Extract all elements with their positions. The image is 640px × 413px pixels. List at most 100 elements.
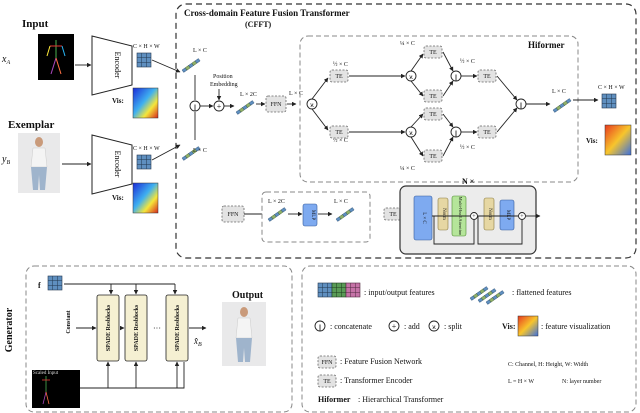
cfft-abbr: (CFFT) [245,20,272,29]
legend-hiformer: Hiformer [318,395,351,404]
ffn-detail-container [261,191,371,243]
svg-text:FFN: FFN [227,212,239,218]
legend-io-features: : input/output features [364,288,435,297]
svg-text:FFN: FFN [270,102,282,108]
flat-output [552,98,572,113]
svg-text:||: || [455,75,458,81]
te-half-top-2 [477,69,497,83]
legend-add-icon [388,320,400,332]
quarter-c-1: ¼ × C [400,41,415,47]
svg-text:MLP: MLP [505,210,510,221]
legend-container [301,265,637,413]
constant-label: Constant [66,310,72,333]
xhat-b-label: x̂B [193,336,202,348]
legend-ffn-desc: : Feature Fusion Network [340,357,422,366]
svg-text:TE: TE [335,74,343,80]
pos-emb-2: Embedding [210,82,238,88]
quarter-c-2: ¼ × C [400,166,415,172]
vis-heatmap-bottom [132,182,159,214]
svg-text:TE: TE [389,212,397,218]
svg-text:ϰ: ϰ [310,101,314,109]
legend-io-features-swatch [317,282,361,298]
svg-text:||: || [319,325,322,331]
n-times-label: N × [462,177,474,186]
ffn-lx2c: L × 2C [268,199,285,205]
flat-feature-top [181,58,201,73]
svg-text:TE: TE [429,50,437,56]
legend-hiformer-desc: : Hierarchical Transformer [358,395,444,404]
svg-text:TE: TE [429,112,437,118]
svg-text:L × C: L × C [421,212,426,224]
te-residual-add-1 [470,212,478,220]
legend-feature-vis: : feature visualization [541,322,610,331]
cfft-container [175,3,637,259]
svg-text:+: + [392,322,397,331]
chw-output: C × H × W [598,85,625,91]
te-half-top [329,69,349,83]
svg-text:TE: TE [323,379,331,385]
generator-container [25,265,293,413]
legend-l-def: L = H × W [508,379,534,385]
te-quarter-1 [423,45,443,59]
spade-block-2: SPADE Resblocks [124,294,148,362]
ffn-lxc: L × C [334,199,348,205]
legend-n-def: N: layer number [562,379,601,385]
spade-block-3: SPADE Resblocks [165,294,189,362]
vis-heatmap-output [604,124,632,156]
legend-flattened: : flattened features [512,288,572,297]
exemplar-image [18,133,60,193]
exemplar-title: Exemplar [8,119,55,131]
cfft-title: Cross-domain Feature Fusion Transformer [184,8,350,18]
te-norm-block-1 [437,197,449,231]
half-c-bottom-2: ½ × C [460,144,475,151]
legend-ffn-box [317,355,337,369]
te-half-bottom-2 [477,125,497,139]
svg-text:||: || [520,103,523,109]
te-residual-add-2 [518,212,526,220]
svg-text:Encoder: Encoder [113,52,122,79]
ffn-mlp-block [302,203,318,227]
half-c-top-2: ½ × C [460,58,475,65]
svg-text:||: || [194,105,197,111]
generator-title: Generator [4,307,15,352]
ffn-flat-out [335,207,355,222]
legend-c-def: C: Channel, H: Height, W: Width [508,362,588,368]
spade-block-1: SPADE Resblocks [96,294,120,362]
output-image [222,302,266,366]
output-title: Output [232,290,264,301]
x-a-label: xA [1,54,10,66]
encoder-top: Encoder [91,35,133,96]
svg-text:TE: TE [483,130,491,136]
input-title: Input [22,18,49,30]
lxc-top: L × C [193,48,207,54]
te-quarter-2 [423,89,443,103]
svg-text:+: + [520,214,524,220]
half-c-top: ½ × C [333,61,348,68]
svg-text:+: + [472,214,476,220]
te-norm-block-2 [483,197,495,231]
hiformer-container [299,35,579,183]
vis-heatmap-top [132,87,159,119]
hiformer-title: Hiformer [528,40,564,50]
legend-split-icon [428,320,440,332]
svg-text:SPADE Resblocks: SPADE Resblocks [175,304,181,351]
legend-te-desc: : Transformer Encoder [340,376,413,385]
svg-text:Norm: Norm [441,208,446,220]
flat-lx2c [235,100,255,115]
legend-concat-icon [314,320,326,332]
te-detail-box [383,207,403,221]
lxc-bottom: L × C [193,148,207,154]
pose-skeleton [46,40,66,75]
te-mlp-block [499,199,515,231]
legend-vis-label: Vis: [502,322,515,331]
y-b-label: yB [1,154,10,166]
vis-label-output: Vis: [586,137,598,145]
ffn-detail-box [221,205,245,223]
svg-text:ϰ: ϰ [409,73,413,81]
chw-top: C × H × W [133,44,160,50]
legend-flattened-swatch [469,286,505,305]
svg-text:TE: TE [429,154,437,160]
generator-feature-f [47,275,63,291]
f-label: f [38,281,41,290]
encoder-bottom: Encoder [91,134,133,195]
